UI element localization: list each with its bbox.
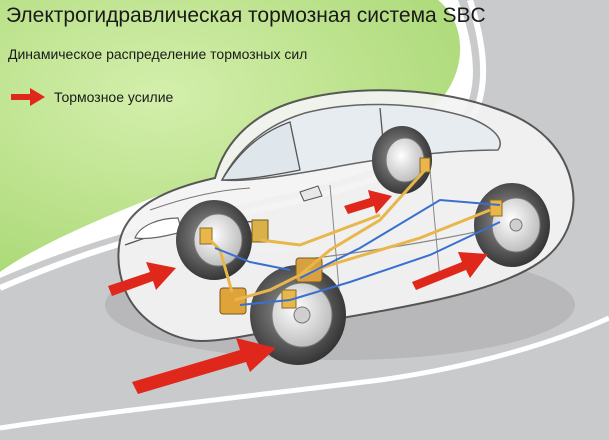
car-body (117, 89, 575, 342)
road-edge-line-2 (0, 315, 609, 431)
green-background (0, 0, 461, 272)
force-arrows (108, 190, 488, 394)
hydraulic-unit (219, 287, 247, 315)
force-arrow-rear-far (344, 190, 392, 214)
windshield (220, 121, 301, 181)
force-arrow-front-far (108, 262, 176, 296)
force-arrow-front-near (132, 338, 276, 394)
force-arrow-rear-near (412, 252, 488, 290)
diagram-subtitle: Динамическое распределение тормозных сил (8, 46, 308, 62)
legend-label: Тормозное усилие (54, 89, 174, 105)
page-title: Электрогидравлическая тормозная система … (6, 4, 486, 27)
legend: Тормозное усилие (10, 86, 173, 108)
red-arrow-icon (11, 88, 45, 106)
brake-line-blue (214, 198, 501, 306)
